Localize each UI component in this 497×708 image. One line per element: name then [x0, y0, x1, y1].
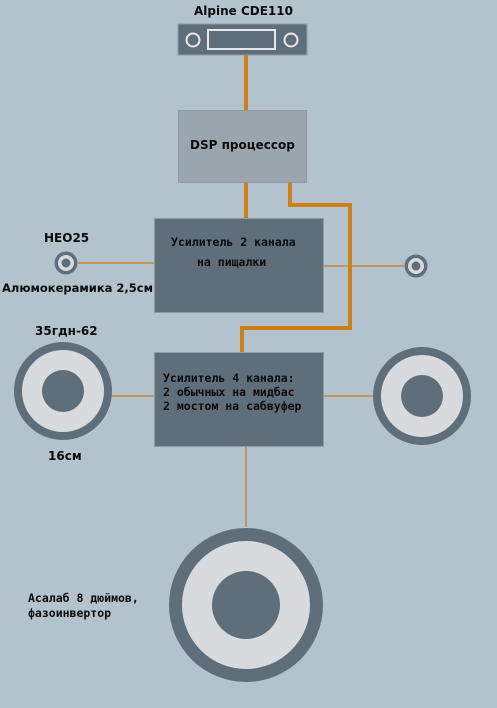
dsp-processor-label: DSP процессор: [190, 138, 295, 152]
left-tweeter: [54, 251, 78, 275]
head-unit: [177, 23, 308, 56]
head-unit-left-knob: [185, 32, 201, 48]
amplifier-4ch-box: Усилитель 4 канала: 2 обычных на мидбас …: [154, 352, 324, 447]
tweeter-material-label: Алюмокерамика 2,5см: [2, 281, 154, 295]
right-tweeter: [404, 254, 428, 278]
subwoofer-model-label: Асалаб 8 дюймов,: [28, 591, 139, 605]
amplifier-2ch-line2: на пищалки: [197, 255, 267, 269]
dsp-processor-box: DSP процессор: [178, 110, 307, 183]
amplifier-4ch-line3: 2 мостом на сабвуфер: [163, 399, 302, 413]
tweeter-model-label: HEO25: [44, 231, 90, 245]
amplifier-2ch-box: Усилитель 2 канала на пищалки: [154, 218, 324, 313]
right-midbass-speaker: [373, 347, 471, 445]
left-midbass-speaker: [14, 342, 112, 440]
amplifier-4ch-line2: 2 обычных на мидбас: [163, 385, 295, 399]
midbass-model-label: 35гдн-62: [35, 324, 98, 338]
subwoofer-enclosure-label: фазоинвертор: [28, 606, 112, 620]
head-unit-label: Alpine CDE110: [194, 4, 293, 18]
amplifier-4ch-line1: Усилитель 4 канала:: [163, 371, 295, 385]
midbass-size-label: 16см: [48, 449, 82, 463]
head-unit-right-knob: [283, 32, 299, 48]
subwoofer: [169, 528, 323, 682]
head-unit-display: [207, 29, 276, 50]
amplifier-2ch-line1: Усилитель 2 канала: [171, 235, 296, 249]
